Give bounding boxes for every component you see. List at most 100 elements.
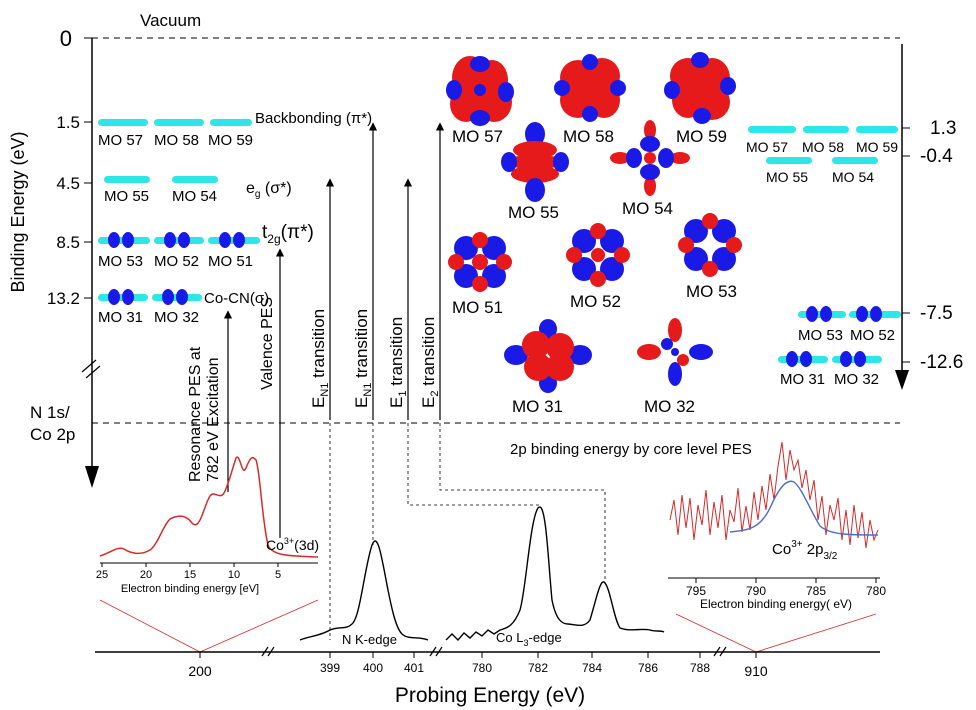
resonance-label-line1: Resonance PES at xyxy=(187,346,204,482)
right-levels xyxy=(748,126,901,367)
left-tick-label-1: 1.5 xyxy=(56,113,80,132)
mo-label-right-52: MO 52 xyxy=(850,327,895,344)
t2g-label: t2g(π*) xyxy=(262,222,314,246)
core-inset: 2p binding energy by core level PES Co3+… xyxy=(510,441,886,653)
mo-label-right-59: MO 59 xyxy=(856,139,898,155)
mo-32-orbital xyxy=(637,318,713,386)
resonance-label-line2: 782 eV Excitation xyxy=(205,357,222,482)
mo-label-left-31: MO 31 xyxy=(98,309,143,326)
left-axis-arrowhead xyxy=(85,466,99,488)
probing-tick-label-200: 200 xyxy=(188,663,212,679)
mo-label-right-32: MO 32 xyxy=(834,371,879,388)
valence-inset: 25 20 15 10 5 Electron binding energy [e… xyxy=(96,456,319,653)
mo-59-orbital xyxy=(664,52,736,124)
probing-break-2 xyxy=(713,646,727,657)
n-tick-label-400: 400 xyxy=(363,661,383,675)
core-inset-xlabel: Electron binding energy( eV) xyxy=(700,597,852,611)
mo-caption-32: MO 32 xyxy=(644,397,695,416)
mo-54-orbital xyxy=(610,120,690,196)
mo-caption-52: MO 52 xyxy=(570,292,621,311)
mo-label-left-54: MO 54 xyxy=(172,188,217,205)
left-tick-label-2: 4.5 xyxy=(56,174,80,193)
xas-spectra: N K-edge Co L3-edge xyxy=(299,506,665,648)
valence-connector-right xyxy=(199,599,319,653)
n-k-edge-spectrum xyxy=(299,540,429,641)
mo-label-left-58: MO 58 xyxy=(154,132,199,149)
mo-caption-59: MO 59 xyxy=(676,127,727,146)
mo-58-orbital xyxy=(554,54,626,122)
mo-label-right-58: MO 58 xyxy=(802,139,844,155)
valence-inset-xlabel: Electron binding energy [eV] xyxy=(121,583,259,595)
level-bar-mo55 xyxy=(104,176,150,183)
co-tick-label-784: 784 xyxy=(582,661,602,675)
n-tick-label-401: 401 xyxy=(404,661,424,675)
e1-label: E1 transition xyxy=(387,317,409,408)
mo-label-left-59: MO 59 xyxy=(208,132,253,149)
valence-tick-label-10: 10 xyxy=(228,569,240,581)
left-tick-label-3: 8.5 xyxy=(56,233,80,252)
level-bar-mo58 xyxy=(154,119,204,126)
core-pes-label: Co3+ 2p3/2 xyxy=(772,539,838,562)
core-inset-title: 2p binding energy by core level PES xyxy=(510,441,752,458)
probing-tick-label-910: 910 xyxy=(744,663,768,679)
mo-label-right-53: MO 53 xyxy=(798,327,843,344)
right-tick-label-1: -0.4 xyxy=(920,146,953,167)
left-tick-label-0: 0 xyxy=(60,26,72,51)
right-bar-mo57 xyxy=(748,126,796,133)
drop-line-e1 xyxy=(407,423,541,508)
mo-caption-54: MO 54 xyxy=(622,199,673,218)
backbonding-label: Backbonding (π*) xyxy=(255,110,372,127)
mo-caption-53: MO 53 xyxy=(686,282,737,301)
valence-tick-label-20: 20 xyxy=(140,569,152,581)
left-levels xyxy=(98,119,260,305)
mo-caption-58: MO 58 xyxy=(563,127,614,146)
co-l3-edge-spectrum xyxy=(445,506,665,642)
core-tick-label-795: 795 xyxy=(686,584,706,598)
left-tick-label-4: 13.2 xyxy=(47,289,80,308)
probing-break-3 xyxy=(429,646,443,657)
valence-tick-label-25: 25 xyxy=(96,569,108,581)
n-k-edge-label: N K-edge xyxy=(342,632,397,647)
mo-51-orbital xyxy=(448,232,512,292)
electron-pairs-right xyxy=(786,306,882,367)
right-axis-arrowhead xyxy=(895,370,909,390)
left-axis-title: Binding Energy (eV) xyxy=(8,131,28,292)
valence-tick-label-5: 5 xyxy=(275,569,281,581)
mo-label-left-52: MO 52 xyxy=(154,253,199,270)
electron-pairs-left xyxy=(108,232,245,305)
co-tick-label-788: 788 xyxy=(690,661,710,675)
right-tick-label-2: -7.5 xyxy=(920,303,953,324)
core-pes-fit xyxy=(729,480,879,536)
axis-break xyxy=(81,359,101,379)
level-bar-mo57 xyxy=(98,119,148,126)
mo-label-left-55: MO 55 xyxy=(104,188,149,205)
right-tick-label-3: -12.6 xyxy=(920,352,963,373)
core-label-co2p: Co 2p xyxy=(30,425,75,444)
probing-axis: 200 910 399 400 401 780 782 784 786 788 … xyxy=(95,646,880,707)
level-bar-mo59 xyxy=(210,119,252,126)
right-tick-label-0: 1.3 xyxy=(930,118,956,139)
mo-label-right-57: MO 57 xyxy=(746,139,788,155)
co-tick-label-786: 786 xyxy=(638,661,658,675)
probing-break-1 xyxy=(261,646,275,657)
mo-55-orbital xyxy=(501,122,569,202)
en1-label-b: EN1 transition xyxy=(352,309,374,408)
mo-53-orbital xyxy=(678,213,742,277)
co-tick-label-780: 780 xyxy=(472,661,492,675)
mo-caption-55: MO 55 xyxy=(508,203,559,222)
mo-caption-57: MO 57 xyxy=(452,127,503,146)
right-bar-mo54 xyxy=(832,157,878,164)
mo-caption-31: MO 31 xyxy=(512,397,563,416)
right-bar-mo55 xyxy=(766,157,812,164)
level-bar-mo54 xyxy=(172,176,218,183)
mo-label-right-54: MO 54 xyxy=(832,169,874,185)
mo-label-left-51: MO 51 xyxy=(208,253,253,270)
vacuum-label: Vacuum xyxy=(140,11,201,30)
mo-label-left-32: MO 32 xyxy=(154,309,199,326)
n-tick-label-399: 399 xyxy=(320,661,340,675)
core-tick-label-785: 785 xyxy=(806,584,826,598)
co-cn-label: Co-CN(σ) xyxy=(204,290,269,307)
mo-52-orbital xyxy=(566,223,630,287)
core-label-n1s: N 1s/ xyxy=(30,403,70,422)
co3d-label: Co3+(3d) xyxy=(266,536,319,553)
